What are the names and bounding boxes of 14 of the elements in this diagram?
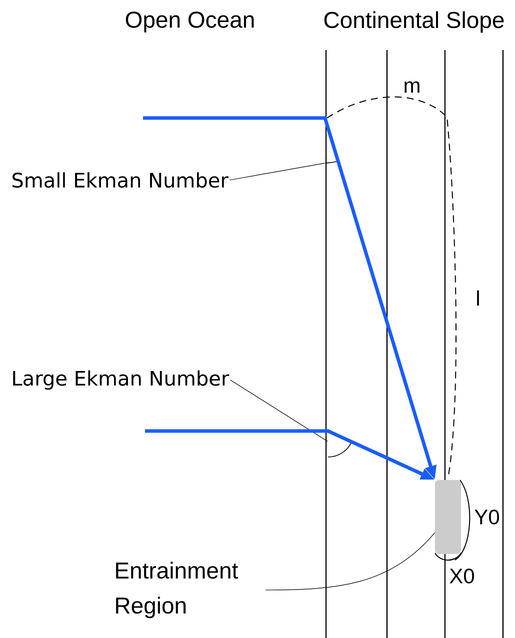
dimension-label: m (404, 81, 420, 93)
column-heading: Continental Slope (324, 11, 504, 33)
column-heading: Open Ocean (126, 12, 254, 32)
leader-line (229, 162, 325, 180)
leader-line (265, 532, 436, 590)
dimension-label: l (477, 290, 479, 306)
annotation-text: Small Ekman Number (12, 172, 228, 188)
entrainment-region (435, 480, 461, 554)
annotation-text: Large Ekman Number (13, 370, 230, 390)
dimension-label: X0 (450, 568, 474, 584)
annotation-text: Entrainment Region (116, 562, 238, 618)
angle-arc (324, 160, 340, 164)
leader-line (230, 380, 328, 442)
angle-arc (328, 440, 352, 458)
